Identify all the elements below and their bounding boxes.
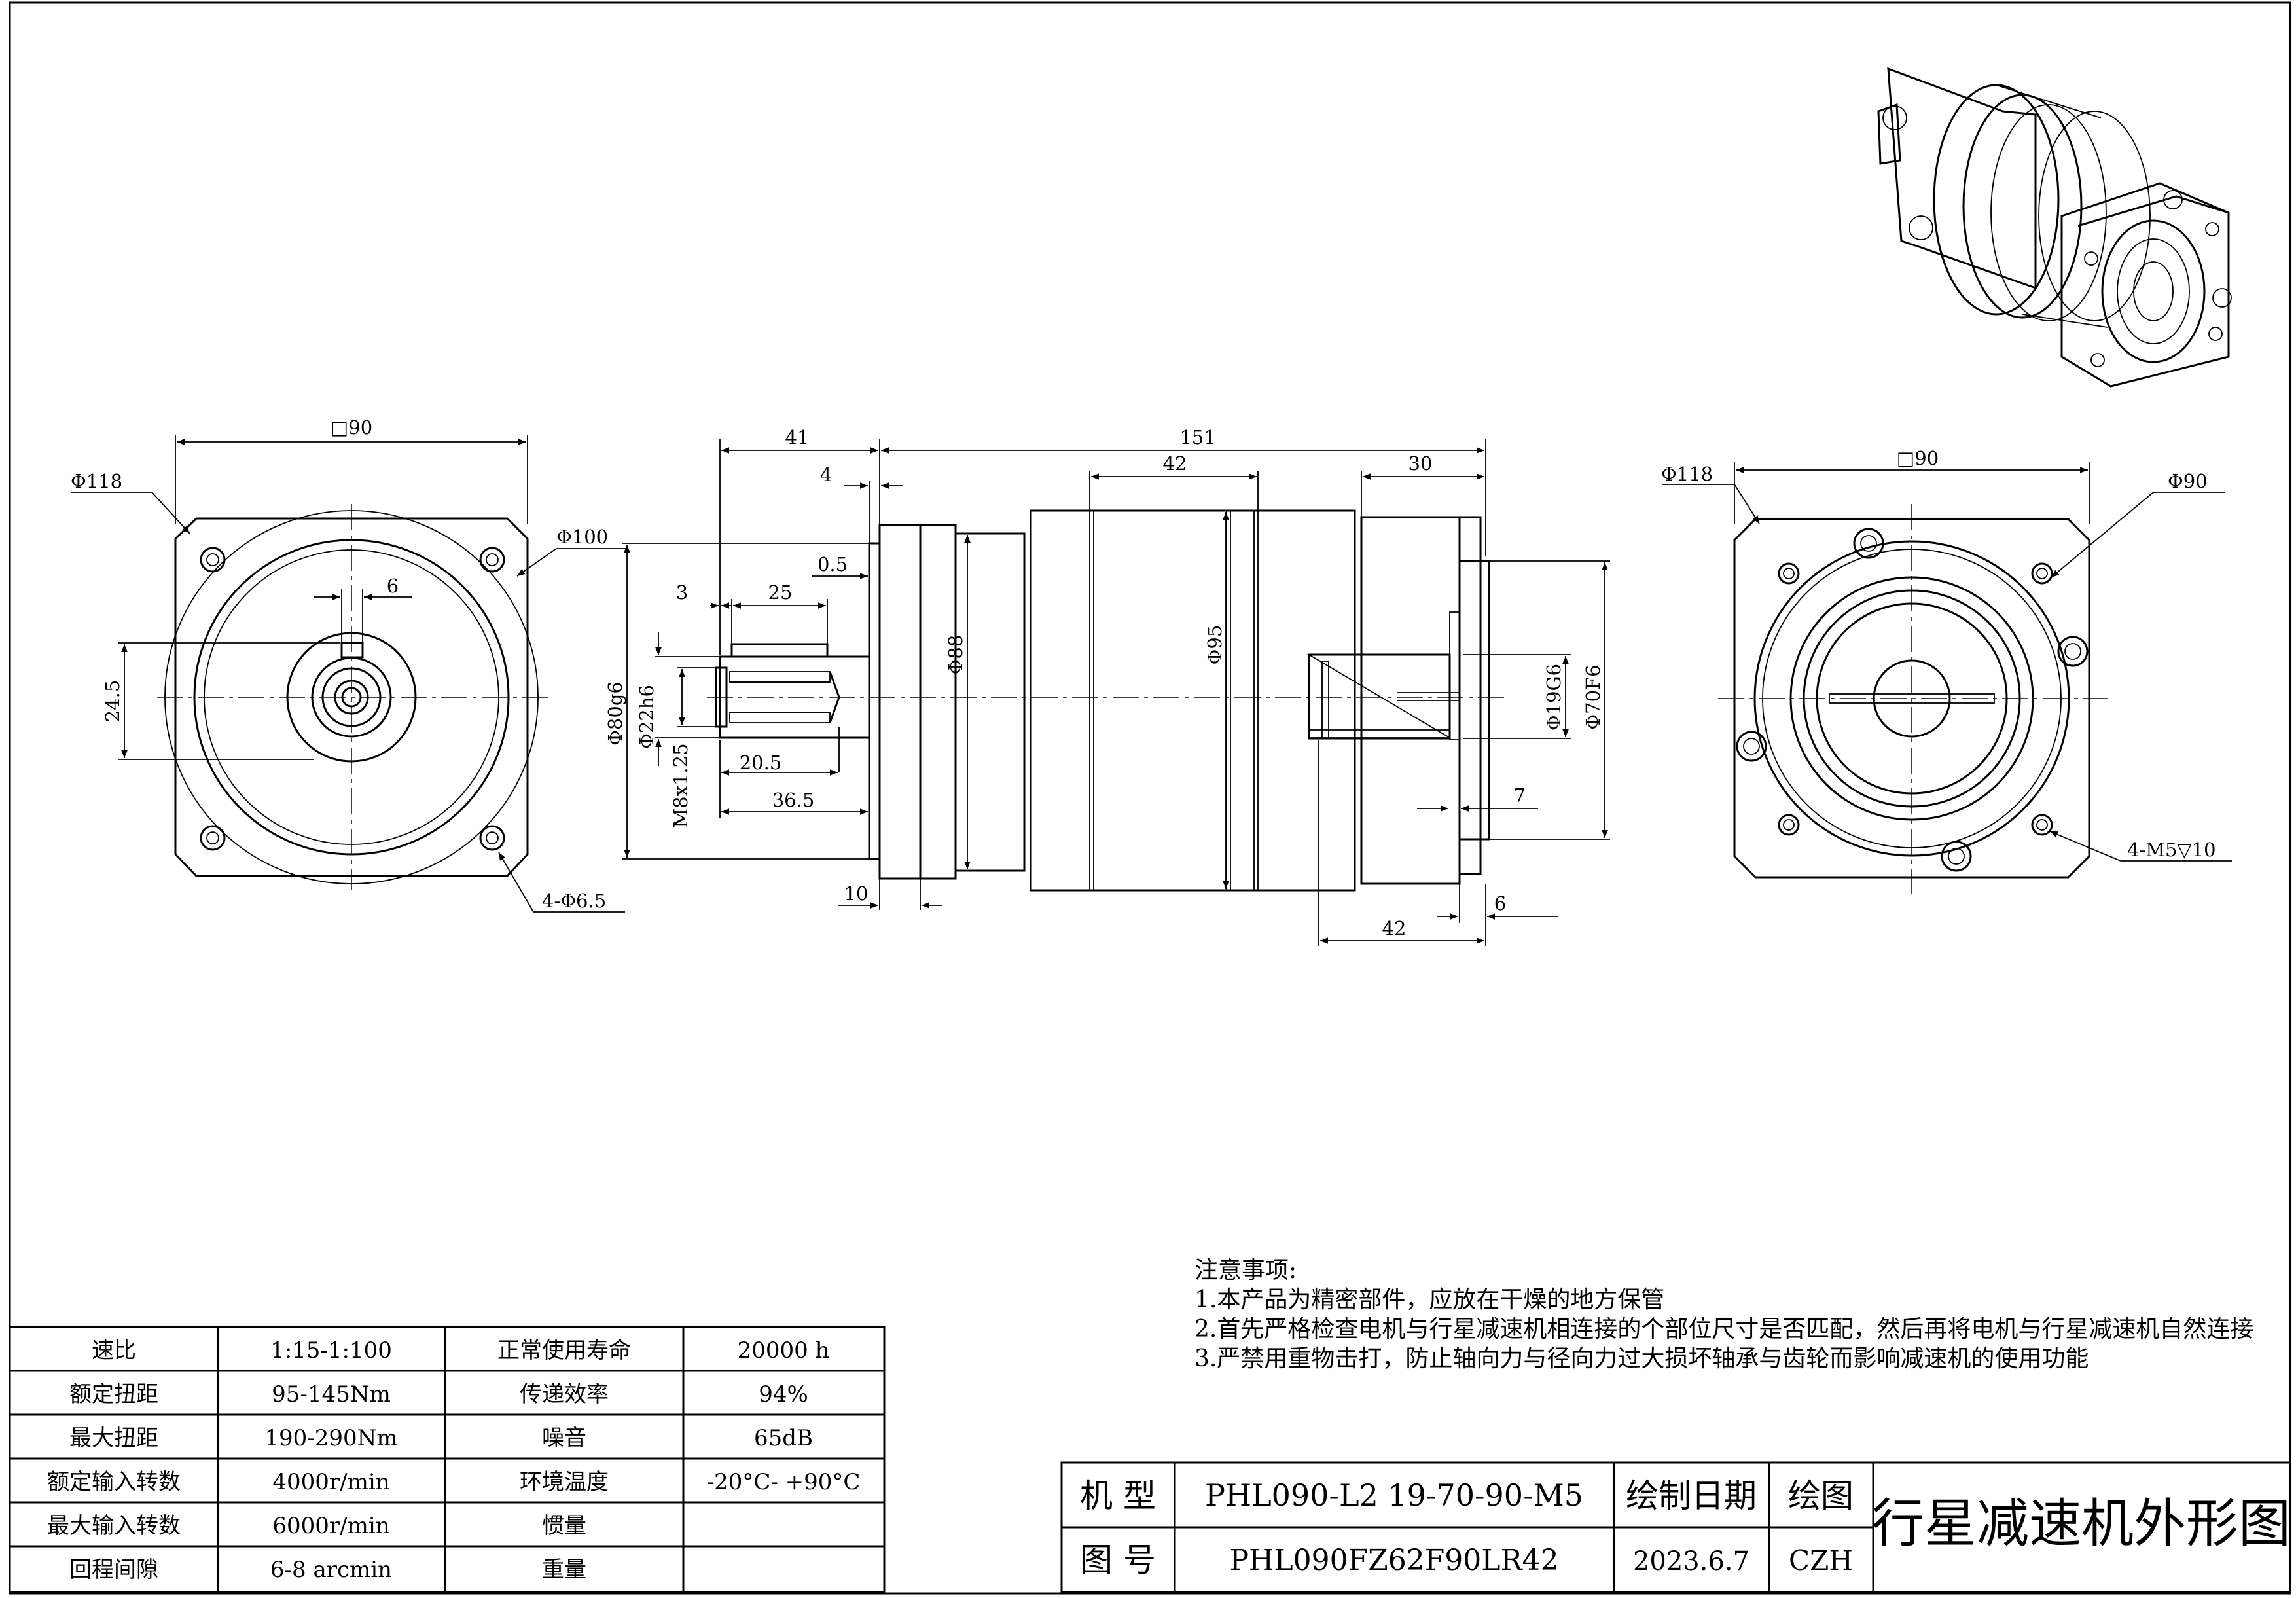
- side-view: 41 151 4 42 30 0.5 3 25 20.5 36.5: [604, 426, 1610, 946]
- drawing-no-value: PHL090FZ62F90LR42: [1229, 1544, 1558, 1577]
- note-item: 1.本产品为精密部件，应放在干燥的地方保管: [1194, 1286, 1664, 1313]
- spec-cell: 环境温度: [520, 1469, 609, 1495]
- len-6-dim: 6: [1494, 892, 1506, 915]
- spec-cell: 传递效率: [520, 1381, 609, 1407]
- spec-cell: 1:15-1:100: [270, 1337, 392, 1364]
- date-value: 2023.6.7: [1633, 1546, 1749, 1576]
- len-05-dim: 0.5: [817, 553, 848, 575]
- len-205-dim: 20.5: [740, 752, 782, 774]
- notes-title: 注意事项:: [1194, 1257, 1297, 1284]
- drawing-title: 行星减速机外形图: [1872, 1493, 2291, 1554]
- len-total-dim: 151: [1179, 426, 1215, 448]
- note-item: 2.首先严格检查电机与行星减速机相连接的个部位尺寸是否匹配，然后再将电机与行星减…: [1194, 1316, 2253, 1343]
- spec-cell: 重量: [542, 1557, 586, 1583]
- len-7-dim: 7: [1514, 784, 1526, 807]
- rear-square-dim: □90: [1897, 447, 1939, 469]
- drawing-border: [9, 1, 2291, 1595]
- spec-cell: 惯量: [542, 1513, 586, 1539]
- notes: 注意事项: 1.本产品为精密部件，应放在干燥的地方保管 2.首先严格检查电机与行…: [1194, 1257, 2253, 1372]
- date-label: 绘制日期: [1626, 1477, 1757, 1515]
- front-view: □90 Φ118 Φ100 6 24.5 4-Φ6.5: [71, 416, 628, 913]
- len-30-dim: 30: [1408, 452, 1433, 475]
- dia-19-dim: Φ19G6: [1543, 664, 1565, 731]
- rear-flange-dia-dim: Φ118: [1661, 463, 1713, 485]
- spec-cell: 95-145Nm: [272, 1381, 391, 1407]
- front-square-dim: □90: [331, 416, 372, 439]
- spec-cell: 回程间隙: [69, 1557, 158, 1583]
- spec-cell: 65dB: [754, 1425, 813, 1451]
- model-value: PHL090-L2 19-70-90-M5: [1205, 1478, 1583, 1513]
- spec-cell: -20°C- +90°C: [707, 1469, 861, 1495]
- spec-cell: 正常使用寿命: [497, 1337, 631, 1364]
- len-output-dim: 41: [785, 426, 810, 448]
- drafter-label: 绘图: [1788, 1477, 1854, 1515]
- drafter-value: CZH: [1789, 1544, 1853, 1576]
- spec-cell: 190-290Nm: [264, 1425, 397, 1451]
- thread-dim: M8x1.25: [670, 743, 692, 827]
- key-height-dim: 24.5: [101, 680, 124, 723]
- spec-cell: 噪音: [542, 1425, 586, 1451]
- isometric-view: [1877, 67, 2232, 388]
- model-label: 机 型: [1080, 1477, 1156, 1515]
- spec-cell: 20000 h: [738, 1337, 830, 1364]
- spec-cell: 6000r/min: [272, 1513, 389, 1539]
- front-flange-dia-dim: Φ118: [71, 470, 122, 492]
- dia-95-dim: Φ95: [1204, 625, 1226, 665]
- rear-view: □90 Φ118 Φ90 4-M5▽10: [1661, 447, 2232, 894]
- spec-cell: 额定输入转数: [47, 1469, 181, 1495]
- spec-cell: 额定扭距: [69, 1381, 158, 1407]
- spec-cell: 94%: [759, 1381, 808, 1407]
- rear-pcd-dim: Φ90: [2168, 470, 2208, 492]
- key-width-dim: 6: [387, 575, 399, 597]
- front-holes-dim: 4-Φ6.5: [542, 890, 606, 912]
- spec-cell: 最大输入转数: [47, 1513, 181, 1539]
- dia-22-dim: Φ22h6: [636, 685, 658, 749]
- len-42-bottom-dim: 42: [1382, 917, 1407, 939]
- len-42-top-dim: 42: [1163, 452, 1187, 475]
- len-4-dim: 4: [820, 463, 832, 486]
- len-3-dim: 3: [676, 581, 688, 604]
- len-10-dim: 10: [844, 882, 869, 905]
- spec-cell: 最大扭距: [69, 1425, 158, 1451]
- dia-80-dim: Φ80g6: [604, 681, 626, 746]
- front-pcd-dim: Φ100: [556, 526, 608, 548]
- note-item: 3.严禁用重物击打，防止轴向力与径向力过大损坏轴承与齿轮而影响减速机的使用功能: [1194, 1345, 2089, 1372]
- dia-70-dim: Φ70F6: [1582, 664, 1604, 729]
- len-25-dim: 25: [768, 581, 793, 604]
- title-block: 机 型 PHL090-L2 19-70-90-M5 绘制日期 绘图 图 号 PH…: [1060, 1461, 2291, 1593]
- drawing-no-label: 图 号: [1080, 1541, 1156, 1579]
- rear-holes-dim: 4-M5▽10: [2127, 839, 2216, 861]
- spec-cell: 6-8 arcmin: [270, 1557, 392, 1583]
- spec-cell: 速比: [92, 1337, 136, 1364]
- spec-cell: 4000r/min: [272, 1469, 389, 1495]
- dia-88-dim: Φ88: [944, 635, 967, 675]
- spec-table: 速比 1:15-1:100 正常使用寿命 20000 h 额定扭距 95-145…: [9, 1326, 886, 1593]
- len-365-dim: 36.5: [772, 789, 815, 811]
